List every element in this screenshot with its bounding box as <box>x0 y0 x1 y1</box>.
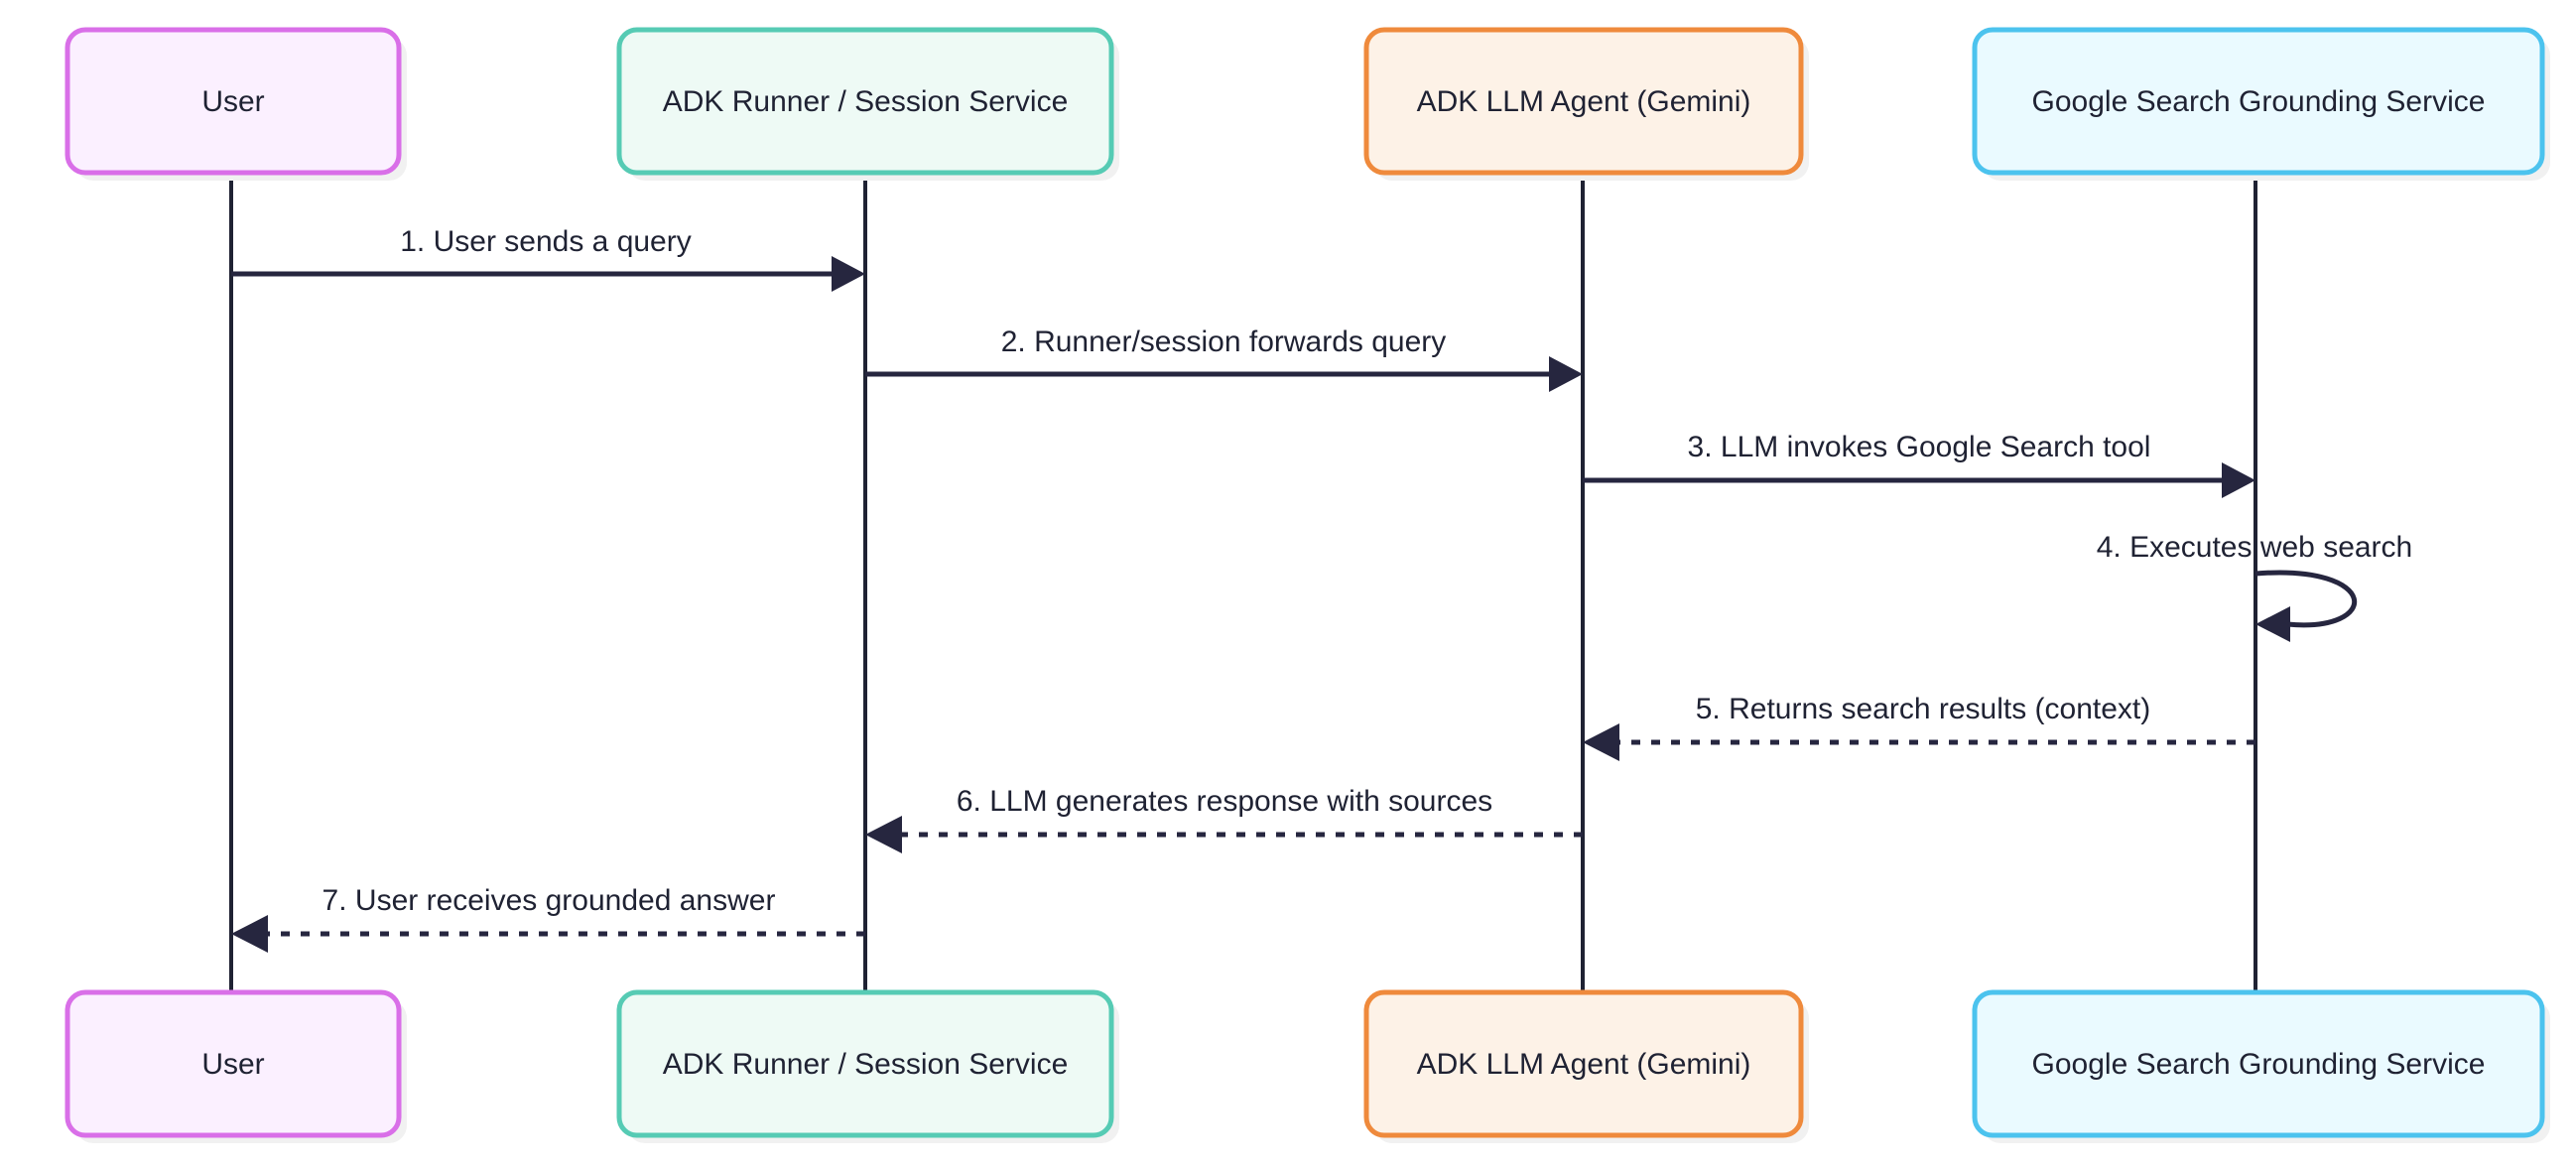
message-5-label: 5. Returns search results (context) <box>1696 693 2151 725</box>
actor-label-user-bottom: User <box>201 1048 264 1081</box>
message-3-label: 3. LLM invokes Google Search tool <box>1688 431 2151 463</box>
message-6-label: 6. LLM generates response with sources <box>957 785 1492 818</box>
message-7-arrowhead <box>231 915 268 953</box>
actor-box-search-bottom[interactable]: Google Search Grounding Service <box>1972 989 2550 1143</box>
actor-rect-agent-bottom[interactable] <box>1363 989 1804 1138</box>
message-3-arrowhead <box>2222 462 2255 498</box>
actor-boxes-bottom: User ADK Runner / Session Service ADK LL… <box>64 989 2550 1143</box>
message-4[interactable]: 4. Executes web search <box>2097 531 2413 642</box>
actor-box-user-bottom[interactable]: User <box>64 989 407 1143</box>
actor-label-search-bottom: Google Search Grounding Service <box>2032 1048 2486 1081</box>
lifelines-group <box>229 171 2257 992</box>
message-7-label: 7. User receives grounded answer <box>322 884 776 917</box>
actor-rect-search-bottom[interactable] <box>1972 989 2545 1138</box>
message-1-arrowhead <box>832 256 865 292</box>
actor-rect-search-top[interactable] <box>1972 27 2545 176</box>
actor-box-search-top[interactable]: Google Search Grounding Service <box>1972 27 2550 181</box>
actor-label-user-top: User <box>201 85 264 118</box>
actor-box-agent-top[interactable]: ADK LLM Agent (Gemini) <box>1363 27 1809 181</box>
actor-label-agent-top: ADK LLM Agent (Gemini) <box>1417 85 1751 118</box>
actor-label-search-top: Google Search Grounding Service <box>2032 85 2486 118</box>
actor-label-agent-bottom: ADK LLM Agent (Gemini) <box>1417 1048 1751 1081</box>
message-2-label: 2. Runner/session forwards query <box>1001 325 1447 358</box>
actor-box-runner-top[interactable]: ADK Runner / Session Service <box>616 27 1119 181</box>
actor-rect-user-bottom[interactable] <box>64 989 402 1138</box>
message-4-loop-path <box>2254 570 2358 628</box>
actor-label-runner-bottom: ADK Runner / Session Service <box>663 1048 1069 1081</box>
message-5[interactable]: 5. Returns search results (context) <box>1583 693 2255 761</box>
message-4-arrowhead <box>2255 606 2290 642</box>
actor-rect-agent-top[interactable] <box>1363 27 1804 176</box>
message-1-label: 1. User sends a query <box>400 225 691 258</box>
message-1[interactable]: 1. User sends a query <box>231 225 865 292</box>
message-3[interactable]: 3. LLM invokes Google Search tool <box>1583 431 2255 498</box>
message-5-arrowhead <box>1583 723 1619 761</box>
actor-label-runner-top: ADK Runner / Session Service <box>663 85 1069 118</box>
message-6-arrowhead <box>865 816 902 853</box>
message-2-arrowhead <box>1549 356 1583 392</box>
actor-boxes-top: User ADK Runner / Session Service ADK LL… <box>64 27 2550 181</box>
actor-box-user-top[interactable]: User <box>64 27 407 181</box>
actor-rect-runner-top[interactable] <box>616 27 1114 176</box>
message-4-label: 4. Executes web search <box>2097 531 2413 564</box>
message-6[interactable]: 6. LLM generates response with sources <box>865 785 1583 853</box>
actor-box-runner-bottom[interactable]: ADK Runner / Session Service <box>616 989 1119 1143</box>
actor-box-agent-bottom[interactable]: ADK LLM Agent (Gemini) <box>1363 989 1809 1143</box>
actor-rect-user-top[interactable] <box>64 27 402 176</box>
message-2[interactable]: 2. Runner/session forwards query <box>865 325 1583 392</box>
message-7[interactable]: 7. User receives grounded answer <box>231 884 865 953</box>
actor-rect-runner-bottom[interactable] <box>616 989 1114 1138</box>
